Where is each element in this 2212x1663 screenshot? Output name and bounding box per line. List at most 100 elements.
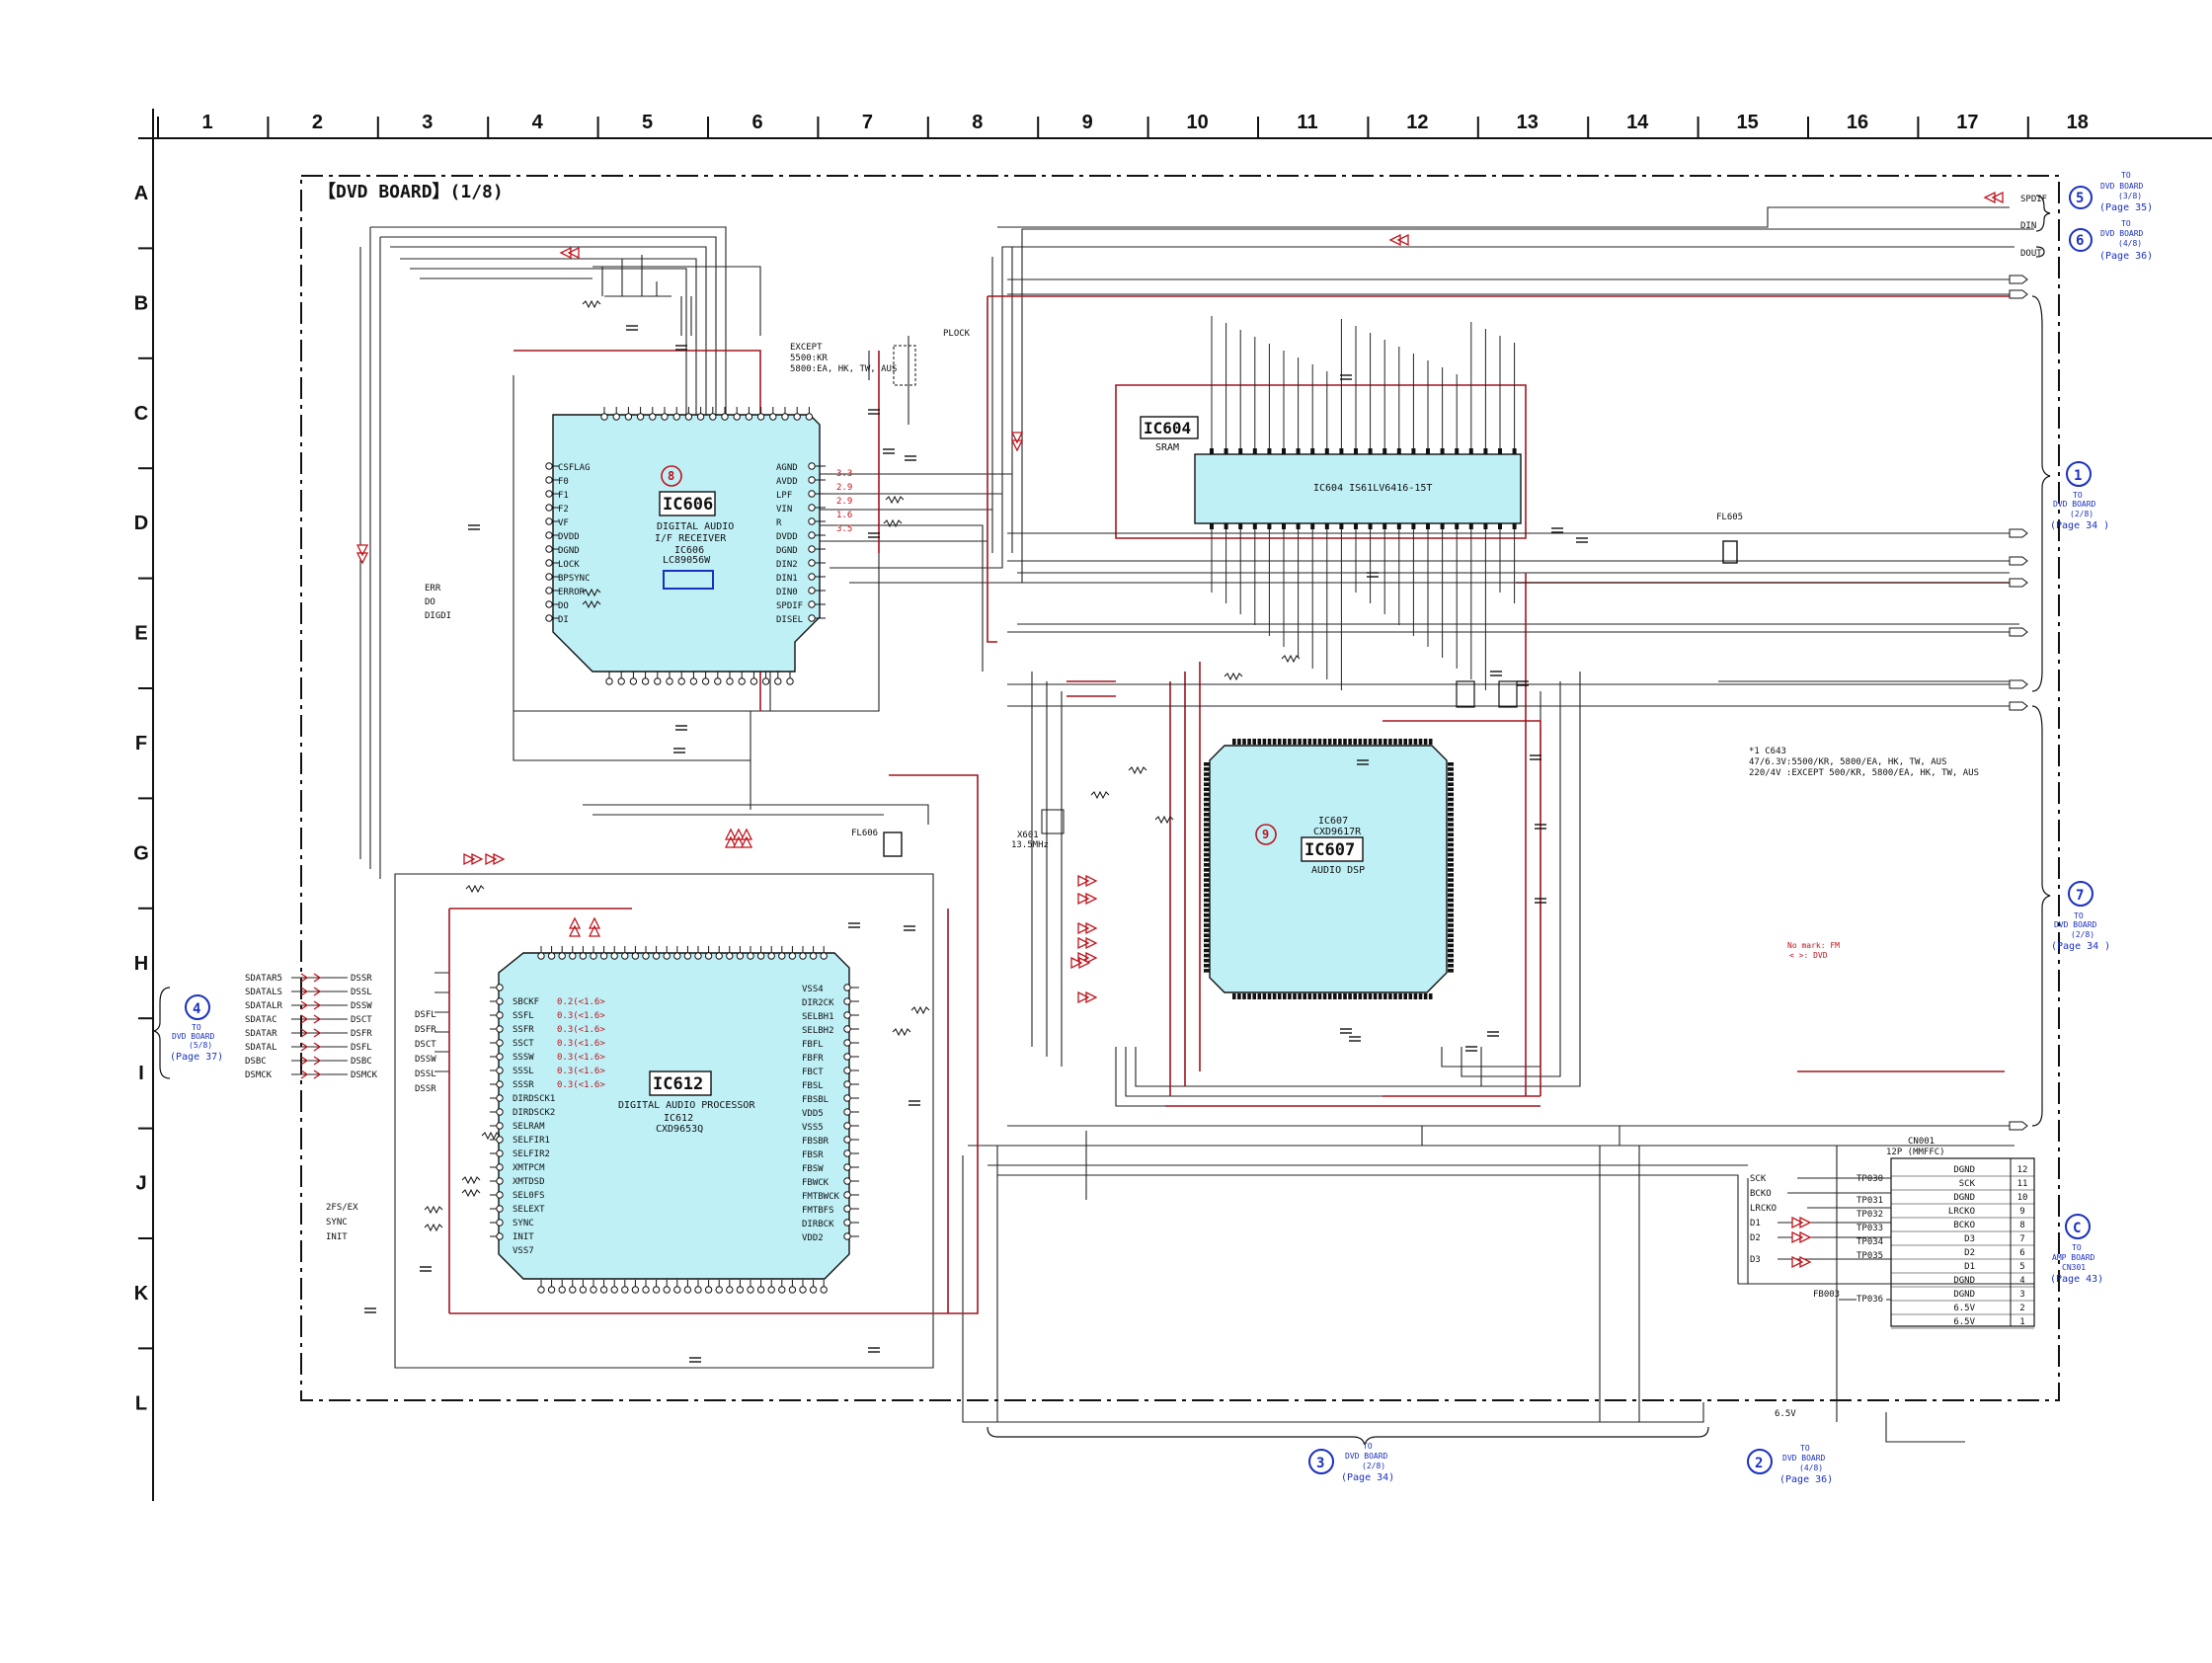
passive-components (364, 299, 1738, 1363)
connection-4-l3: (5/8) (189, 1041, 212, 1050)
ic612-left-pin-15: SELEXT (513, 1205, 545, 1215)
left-signal-2: SDATALR (245, 1001, 283, 1011)
cn001-wires (1738, 1177, 2034, 1301)
ic606-left-pin-8: BPSYNC (558, 574, 591, 584)
connection-5-num: 5 (2076, 191, 2084, 206)
osc-label: X601 (1017, 831, 1039, 840)
ic612-side-net-2: DSCT (415, 1040, 436, 1050)
cn001-pin-name-4: BCKO (1953, 1221, 1975, 1230)
ic612-red-2: 0.3(<1.6> (557, 1025, 605, 1035)
ic612-red-4: 0.3(<1.6> (557, 1053, 605, 1063)
testpoint-tp032: TP032 (1856, 1210, 1883, 1220)
grid-row-H: H (134, 953, 148, 975)
grid-column-16: 16 (1847, 112, 1868, 133)
grid-row-E: E (134, 623, 147, 645)
red-wiring (448, 295, 2014, 1314)
ic607-desc1: IC607 (1318, 816, 1348, 827)
ic612-labels: SBCKF SSFL SSFR SSCT SSSW SSSL SSSR DIRD… (326, 985, 840, 1256)
left-net-6: DSBC (351, 1057, 372, 1067)
grid-column-10: 10 (1186, 112, 1208, 133)
right-signals: SPDIF DIN DOUT (2020, 195, 2047, 259)
ic606-left-pin-1: F0 (558, 477, 569, 487)
ic606-left-pin-10: DO (558, 601, 569, 611)
ic612-left-pin-11: SELFIR2 (513, 1149, 550, 1159)
connection-7-num: 7 (2076, 888, 2084, 904)
cn001-pin-num-6: 6 (2019, 1248, 2024, 1258)
grid-column-3: 3 (422, 112, 433, 133)
cn001-pin-name-9: DGND (1953, 1290, 1975, 1300)
ic612-side-net-4: DSSL (415, 1069, 436, 1079)
ic606-right-pin-8: DIN1 (776, 574, 798, 584)
connection-5: 5 TO DVD BOARD (3/8) (Page 35) (2069, 171, 2153, 213)
cn001-pin-num-10: 2 (2019, 1304, 2024, 1313)
ic606-ref: IC606 (663, 495, 713, 515)
grid-column-18: 18 (2067, 112, 2089, 133)
ic606-left-pin-4: VF (558, 518, 569, 528)
connection-6-l4: (Page 36) (2099, 251, 2153, 262)
fl606-label: FL606 (851, 829, 878, 838)
ic612-left-pin-3: SSCT (513, 1039, 534, 1049)
cn001-pin-num-2: 10 (2017, 1193, 2028, 1203)
grid-column-15: 15 (1736, 112, 1758, 133)
ic606-right-pin-3: VIN (776, 505, 792, 515)
ic612-red-3: 0.3(<1.6> (557, 1039, 605, 1049)
grid-row-J: J (135, 1173, 146, 1195)
connection-2-l4: (Page 36) (1779, 1474, 1833, 1485)
cn001-pin-name-5: D3 (1964, 1234, 1975, 1244)
ic604-desc1: SRAM (1155, 442, 1179, 453)
ic612-right-pin-12: FBSR (802, 1150, 824, 1160)
cn001-net-d2: D2 (1750, 1233, 1761, 1243)
ic606-left-pin-7: LOCK (558, 560, 580, 570)
connection-3-l1: TO (1363, 1442, 1373, 1451)
ic606-right-pin-4: R (776, 518, 782, 528)
testpoint-tp036: TP036 (1856, 1295, 1883, 1305)
connection-6: 6 TO DVD BOARD (4/8) (Page 36) (2069, 219, 2153, 262)
left-bus-lines (291, 973, 348, 1079)
grid-row-F: F (135, 733, 147, 754)
left-signal-4: SDATAR (245, 1029, 277, 1039)
note-c643: *1 C643 47/6.3V:5500/KR, 5800/EA, HK, TW… (1749, 747, 1979, 778)
cn001-pin-num-11: 1 (2019, 1317, 2024, 1327)
ic612-right-pin-1: DIR2CK (802, 998, 834, 1008)
testpoint-tp033: TP033 (1856, 1224, 1883, 1233)
ic612-red-5: 0.3(<1.6> (557, 1067, 605, 1076)
left-net-7: DSMCK (351, 1070, 378, 1080)
left-net-1: DSSL (351, 988, 372, 997)
ic606-value-3: 1.6 (836, 511, 852, 520)
ic606-left-pin-3: F2 (558, 505, 569, 515)
cn001-pin-num-5: 7 (2019, 1234, 2024, 1244)
black-wiring (359, 206, 2034, 1443)
grid-column-7: 7 (862, 112, 873, 133)
ic612-right-pin-11: FBSBR (802, 1137, 830, 1147)
misc-labels: PLOCK X601 13.5MHz FL605 FL606 FB003 6.5… (851, 329, 1840, 1419)
ic606-left-pin-11: DI (558, 615, 569, 625)
connection-5-l4: (Page 35) (2099, 202, 2153, 213)
except-box (893, 345, 916, 386)
ic612-right-pin-10: VSS5 (802, 1123, 824, 1133)
cn001-pin-name-10: 6.5V (1953, 1304, 1975, 1313)
ic612-left-label-0: 2FS/EX (326, 1203, 358, 1213)
ic612-left-pin-7: DIRDSCK1 (513, 1094, 555, 1104)
ic606-value-2: 2.9 (836, 497, 852, 507)
ic606-desc2: I/F RECEIVER (655, 533, 727, 544)
grid-column-12: 12 (1406, 112, 1428, 133)
ic606-value-4: 3.5 (836, 524, 852, 534)
ic612-side-net-5: DSSR (415, 1084, 436, 1094)
ic612-left-pin-1: SSFL (513, 1011, 534, 1021)
connection-c-num: C (2073, 1221, 2081, 1236)
ic612-left-label-1: SYNC (326, 1218, 348, 1227)
cn001-pin-num-3: 9 (2019, 1207, 2024, 1217)
ic612-left-pin-14: SEL0FS (513, 1191, 545, 1201)
connection-4-l4: (Page 37) (170, 1052, 223, 1063)
ic612-right-pin-3: SELBH2 (802, 1026, 834, 1036)
cn001-net-bcko: BCKO (1750, 1189, 1772, 1199)
cn001-pin-name-2: DGND (1953, 1193, 1975, 1203)
signal-flow-arrows (356, 191, 2004, 1269)
ic612-right-pin-7: FBSL (802, 1081, 824, 1091)
connection-5-l1: TO (2121, 171, 2131, 180)
cn001-pin-name-6: D2 (1964, 1248, 1975, 1258)
note-mark-l1: No mark: FM (1787, 941, 1840, 950)
